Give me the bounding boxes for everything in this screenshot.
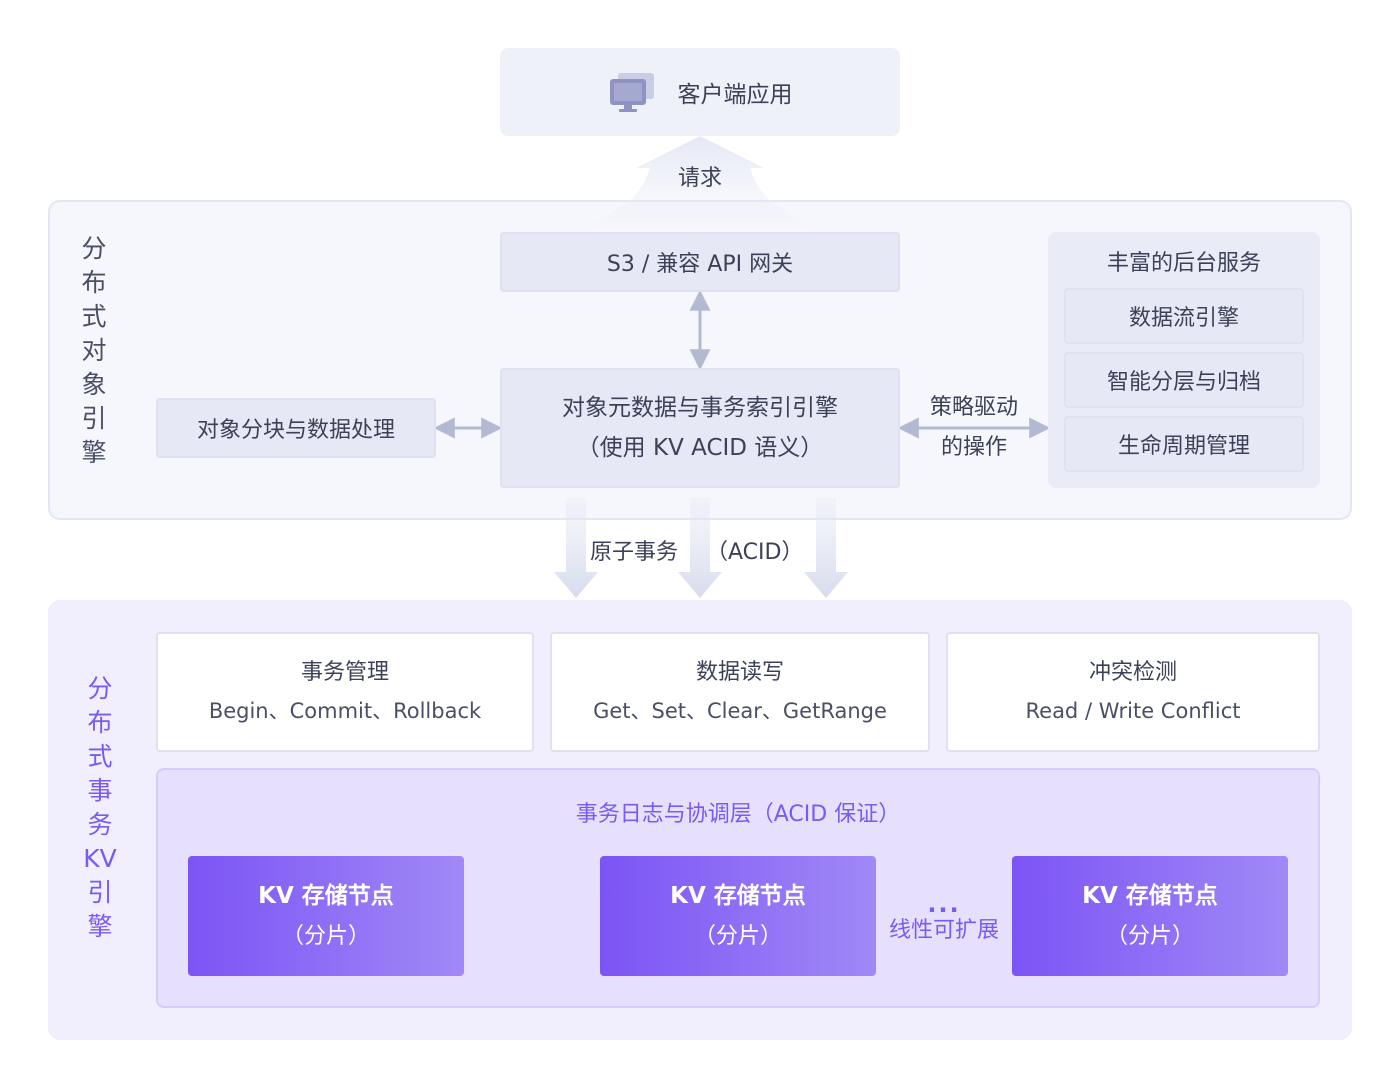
side-label-char: 引 (87, 878, 113, 907)
request-arrow (574, 136, 826, 232)
side-label-char: 式 (81, 302, 107, 331)
kv-engine-side-label: 分 布 式 事 务 KV 引 擎 (76, 672, 124, 944)
kv-storage-node-1: KV 存储节点 （分片） (188, 856, 464, 976)
side-label-char: 分 (87, 674, 113, 703)
node-subtitle: （分片） (1105, 923, 1194, 949)
metadata-engine-title: 对象元数据与事务索引引擎 (562, 394, 838, 421)
side-label-char: 擎 (87, 912, 113, 941)
log-coordination-title: 事务日志与协调层（ACID 保证） (575, 802, 901, 827)
node-subtitle: （分片） (281, 923, 370, 949)
atomic-arrow-left (554, 498, 598, 598)
node-title: KV 存储节点 (258, 882, 394, 909)
metadata-engine-box: 对象元数据与事务索引引擎 （使用 KV ACID 语义） (500, 368, 900, 488)
side-label-char: 擎 (81, 438, 107, 467)
side-label-char: 布 (87, 708, 113, 737)
client-app-box: 客户端应用 (500, 48, 900, 136)
card-subtitle: Read / Write Conflict (1025, 698, 1241, 723)
service-item-dataflow: 数据流引擎 (1064, 288, 1304, 344)
policy-label-line: 策略驱动 (929, 395, 1018, 421)
side-label-char: KV (83, 844, 117, 873)
monitor-icon (609, 73, 654, 112)
kv-storage-node-3: KV 存储节点 （分片） (1012, 856, 1288, 976)
atomic-label-main: 原子事务 (590, 540, 679, 565)
atomic-label-acid: （ACID） (706, 540, 804, 565)
side-label-char: 对 (81, 336, 107, 365)
card-title: 数据读写 (695, 660, 784, 686)
request-label: 请求 (677, 166, 722, 191)
side-label-char: 事 (87, 776, 113, 805)
service-item-lifecycle: 生命周期管理 (1064, 416, 1304, 472)
card-conflict-detection: 冲突检测 Read / Write Conflict (946, 632, 1320, 752)
linear-scale-text: 线性可扩展 (888, 917, 999, 943)
kv-storage-node-2: KV 存储节点 （分片） (600, 856, 876, 976)
side-label-char: 分 (81, 234, 107, 263)
card-data-read-write: 数据读写 Get、Set、Clear、GetRange (550, 632, 930, 752)
linear-scale-label: ... 线性可扩展 (880, 884, 1008, 954)
node-title: KV 存储节点 (670, 882, 806, 909)
side-label-char: 引 (81, 404, 107, 433)
object-engine-side-label: 分 布 式 对 象 引 擎 (72, 232, 116, 470)
ellipsis-icon: ... (927, 889, 961, 918)
side-label-char: 务 (87, 810, 113, 839)
policy-label-line: 的操作 (940, 435, 1007, 460)
api-gateway-box: S3 / 兼容 API 网关 (500, 232, 900, 292)
metadata-engine-subtitle: （使用 KV ACID 语义） (576, 435, 824, 461)
client-app-label: 客户端应用 (677, 82, 793, 108)
service-item-tiering: 智能分层与归档 (1064, 352, 1304, 408)
card-subtitle: Begin、Commit、Rollback (208, 698, 482, 723)
policy-label: 策略驱动 的操作 (906, 392, 1042, 464)
card-title: 冲突检测 (1088, 660, 1177, 686)
card-transaction-management: 事务管理 Begin、Commit、Rollback (156, 632, 534, 752)
chunking-box: 对象分块与数据处理 (156, 398, 436, 458)
side-label-char: 式 (87, 742, 113, 771)
node-title: KV 存储节点 (1082, 882, 1218, 909)
side-label-char: 布 (81, 268, 107, 297)
node-subtitle: （分片） (693, 923, 782, 949)
atomic-arrow-right (804, 498, 848, 598)
atomic-arrow-middle (678, 498, 722, 598)
card-subtitle: Get、Set、Clear、GetRange (593, 698, 887, 723)
card-title: 事务管理 (300, 660, 389, 686)
side-label-char: 象 (81, 370, 107, 399)
background-services-title: 丰富的后台服务 (1106, 251, 1261, 276)
